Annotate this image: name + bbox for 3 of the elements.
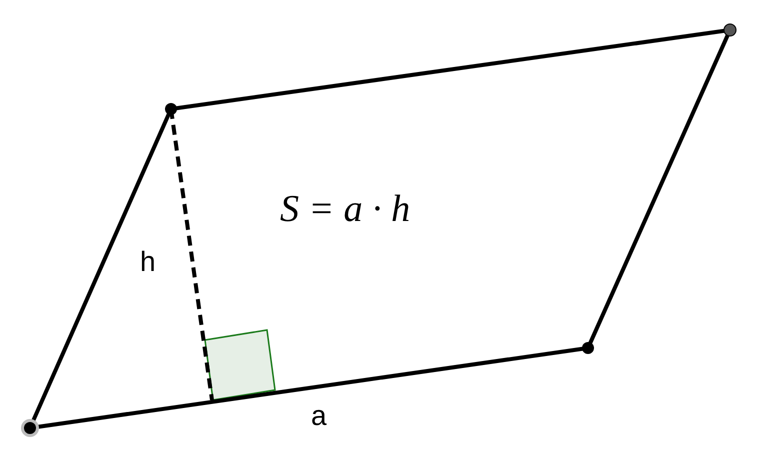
height-label: h — [140, 248, 156, 276]
area-formula: S = a · h — [280, 190, 410, 228]
base-label: a — [311, 402, 327, 430]
